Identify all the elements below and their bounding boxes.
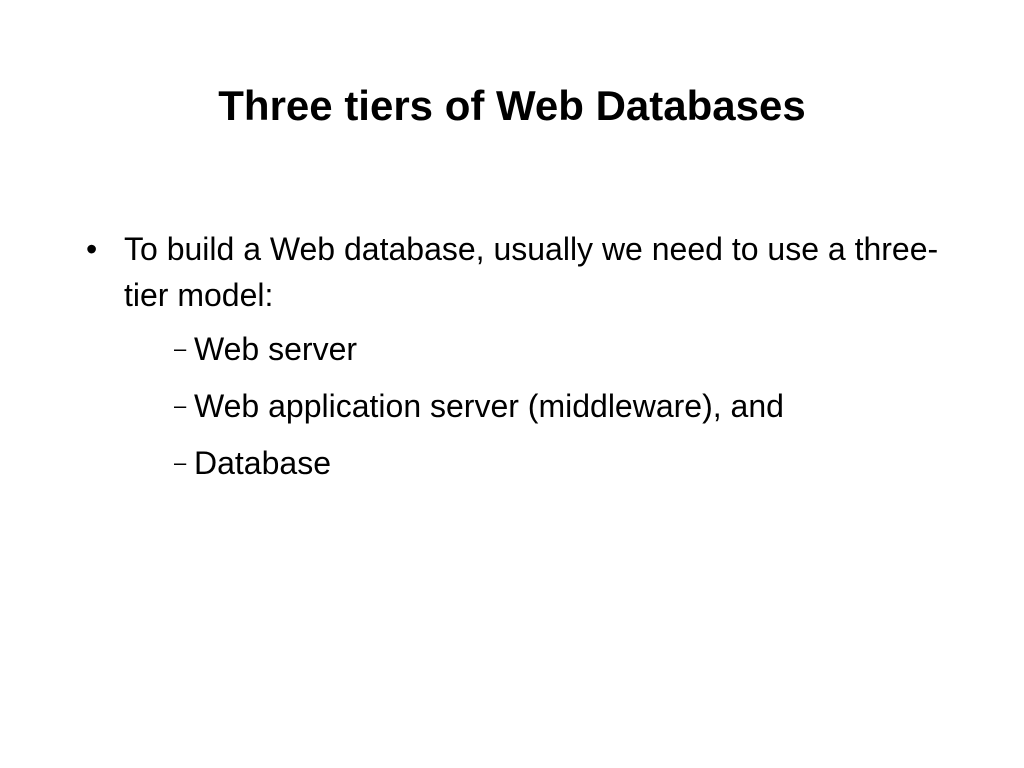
bullet-list: • To build a Web database, usually we ne… [86, 226, 966, 497]
sub-bullet-text: Database [194, 445, 331, 481]
sub-bullet-text: Web server [194, 331, 358, 367]
dash-marker: – [174, 450, 187, 475]
bullet-marker: • [86, 231, 98, 267]
dash-marker: – [174, 393, 187, 418]
bullet-text: To build a Web database, usually we need… [124, 231, 939, 313]
slide-title: Three tiers of Web Databases [218, 82, 806, 129]
sub-bullet-text: Web application server (middleware), and [194, 388, 784, 424]
sub-bullet-list: – Web server – Web application server (m… [124, 326, 966, 486]
sub-bullet-item-web-application-server: – Web application server (middleware), a… [136, 383, 978, 429]
sub-bullet-item-database: – Database [136, 440, 978, 486]
sub-bullet-item-web-server: – Web server [136, 326, 978, 372]
bullet-item: • To build a Web database, usually we ne… [86, 226, 966, 486]
dash-marker: – [174, 336, 187, 361]
